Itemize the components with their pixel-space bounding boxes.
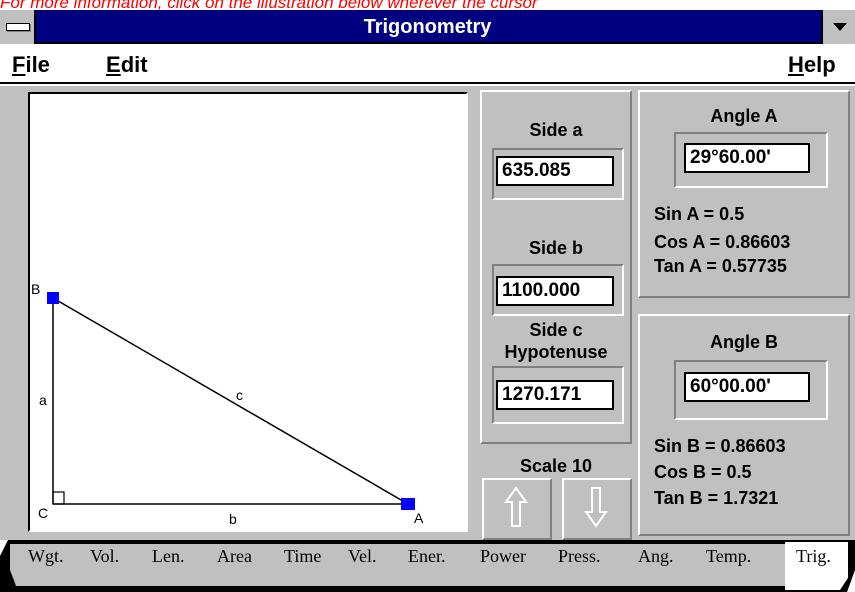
tab-power[interactable]: Power <box>480 546 526 566</box>
side-c-field-frame: 1270.171 <box>492 366 624 424</box>
tab-trigonometry[interactable]: Trig. <box>796 546 831 566</box>
menu-edit-label: dit <box>120 52 148 77</box>
menu-edit-accelerator: E <box>106 52 121 77</box>
right-angle-marker <box>52 491 65 505</box>
side-c-line <box>52 297 409 505</box>
angle-b-field-frame: 60°00.00' <box>674 360 828 420</box>
scale-down-button[interactable] <box>562 478 632 540</box>
tab-strip-shape <box>0 540 855 592</box>
menu-help-accelerator: H <box>788 52 804 77</box>
angle-a-panel: Angle A 29°60.00' Sin A = 0.5 Cos A = 0.… <box>638 90 850 298</box>
sin-a-value: Sin A = 0.5 <box>654 204 745 224</box>
cos-b-value: Cos B = 0.5 <box>654 462 752 482</box>
tab-length[interactable]: Len. <box>152 546 185 566</box>
menu-file[interactable]: File <box>12 52 50 78</box>
side-c-label: Side c <box>529 320 583 340</box>
scale-up-button[interactable] <box>482 478 552 540</box>
info-banner: For more information, click on the illus… <box>0 0 538 11</box>
scale-label: Scale 10 <box>519 456 593 476</box>
side-c-label: c <box>236 387 243 403</box>
tan-b-value: Tan B = 1.7321 <box>654 488 779 508</box>
side-b-label: b <box>229 511 237 527</box>
tab-volume[interactable]: Vol. <box>90 546 120 566</box>
window-title: Trigonometry <box>363 16 492 38</box>
hypotenuse-label: Hypotenuse <box>504 342 608 362</box>
side-a-input[interactable]: 635.085 <box>496 156 614 186</box>
arrow-up-icon <box>504 486 528 527</box>
window-dropdown-button[interactable] <box>821 10 855 44</box>
angle-b-panel: Angle B 60°00.00' Sin B = 0.86603 Cos B … <box>638 314 850 536</box>
menu-help[interactable]: Help <box>788 52 836 78</box>
angle-b-input[interactable]: 60°00.00' <box>684 372 810 402</box>
system-menu-icon <box>6 23 30 31</box>
tab-time[interactable]: Time <box>284 546 322 566</box>
system-menu-button[interactable] <box>0 10 36 44</box>
tab-angle[interactable]: Ang. <box>638 546 674 566</box>
vertex-c-label: C <box>38 505 49 521</box>
tab-pressure[interactable]: Press. <box>558 546 601 566</box>
side-a-field-frame: 635.085 <box>492 148 624 200</box>
tab-area[interactable]: Area <box>217 546 252 566</box>
vertex-a-handle[interactable] <box>401 498 415 510</box>
menu-file-accelerator: F <box>12 52 26 77</box>
menu-file-label: ile <box>25 52 50 77</box>
tab-temperature[interactable]: Temp. <box>706 546 752 566</box>
angle-a-label: Angle A <box>710 106 778 126</box>
menu-edit[interactable]: Edit <box>106 52 148 78</box>
sin-b-value: Sin B = 0.86603 <box>654 436 786 456</box>
angle-a-field-frame: 29°60.00' <box>674 132 828 188</box>
side-a-label: a <box>39 392 47 408</box>
triangle-drawing <box>47 292 415 510</box>
angle-b-label: Angle B <box>709 332 778 352</box>
vertex-a-label: A <box>414 510 424 526</box>
tab-velocity[interactable]: Vel. <box>348 546 377 566</box>
side-b-input[interactable]: 1100.000 <box>496 276 614 306</box>
menu-help-label: elp <box>803 52 836 77</box>
title-bar <box>0 10 855 44</box>
tab-weight[interactable]: Wgt. <box>28 546 64 566</box>
side-c-input[interactable]: 1270.171 <box>496 380 614 410</box>
triangle-down-icon <box>833 23 847 31</box>
arrow-down-icon <box>584 487 608 528</box>
tab-energy[interactable]: Ener. <box>408 546 446 566</box>
side-b-field-frame: 1100.000 <box>492 264 624 316</box>
vertex-b-handle[interactable] <box>47 292 59 304</box>
side-b-label: Side b <box>528 238 583 258</box>
triangle-illustration[interactable]: B C A a b c <box>28 92 468 532</box>
sides-panel: Side a 635.085 Side b 1100.000 Side c Hy… <box>480 90 632 444</box>
tan-a-value: Tan A = 0.57735 <box>654 256 787 276</box>
category-tabs: Wgt. Vol. Len. Area Time Vel. Ener. Powe… <box>0 540 855 592</box>
angle-a-input[interactable]: 29°60.00' <box>684 143 810 173</box>
menu-bar: File Edit Help <box>0 46 855 84</box>
side-a-label: Side a <box>529 120 583 140</box>
cos-a-value: Cos A = 0.86603 <box>654 232 791 252</box>
vertex-b-label: B <box>31 281 41 297</box>
